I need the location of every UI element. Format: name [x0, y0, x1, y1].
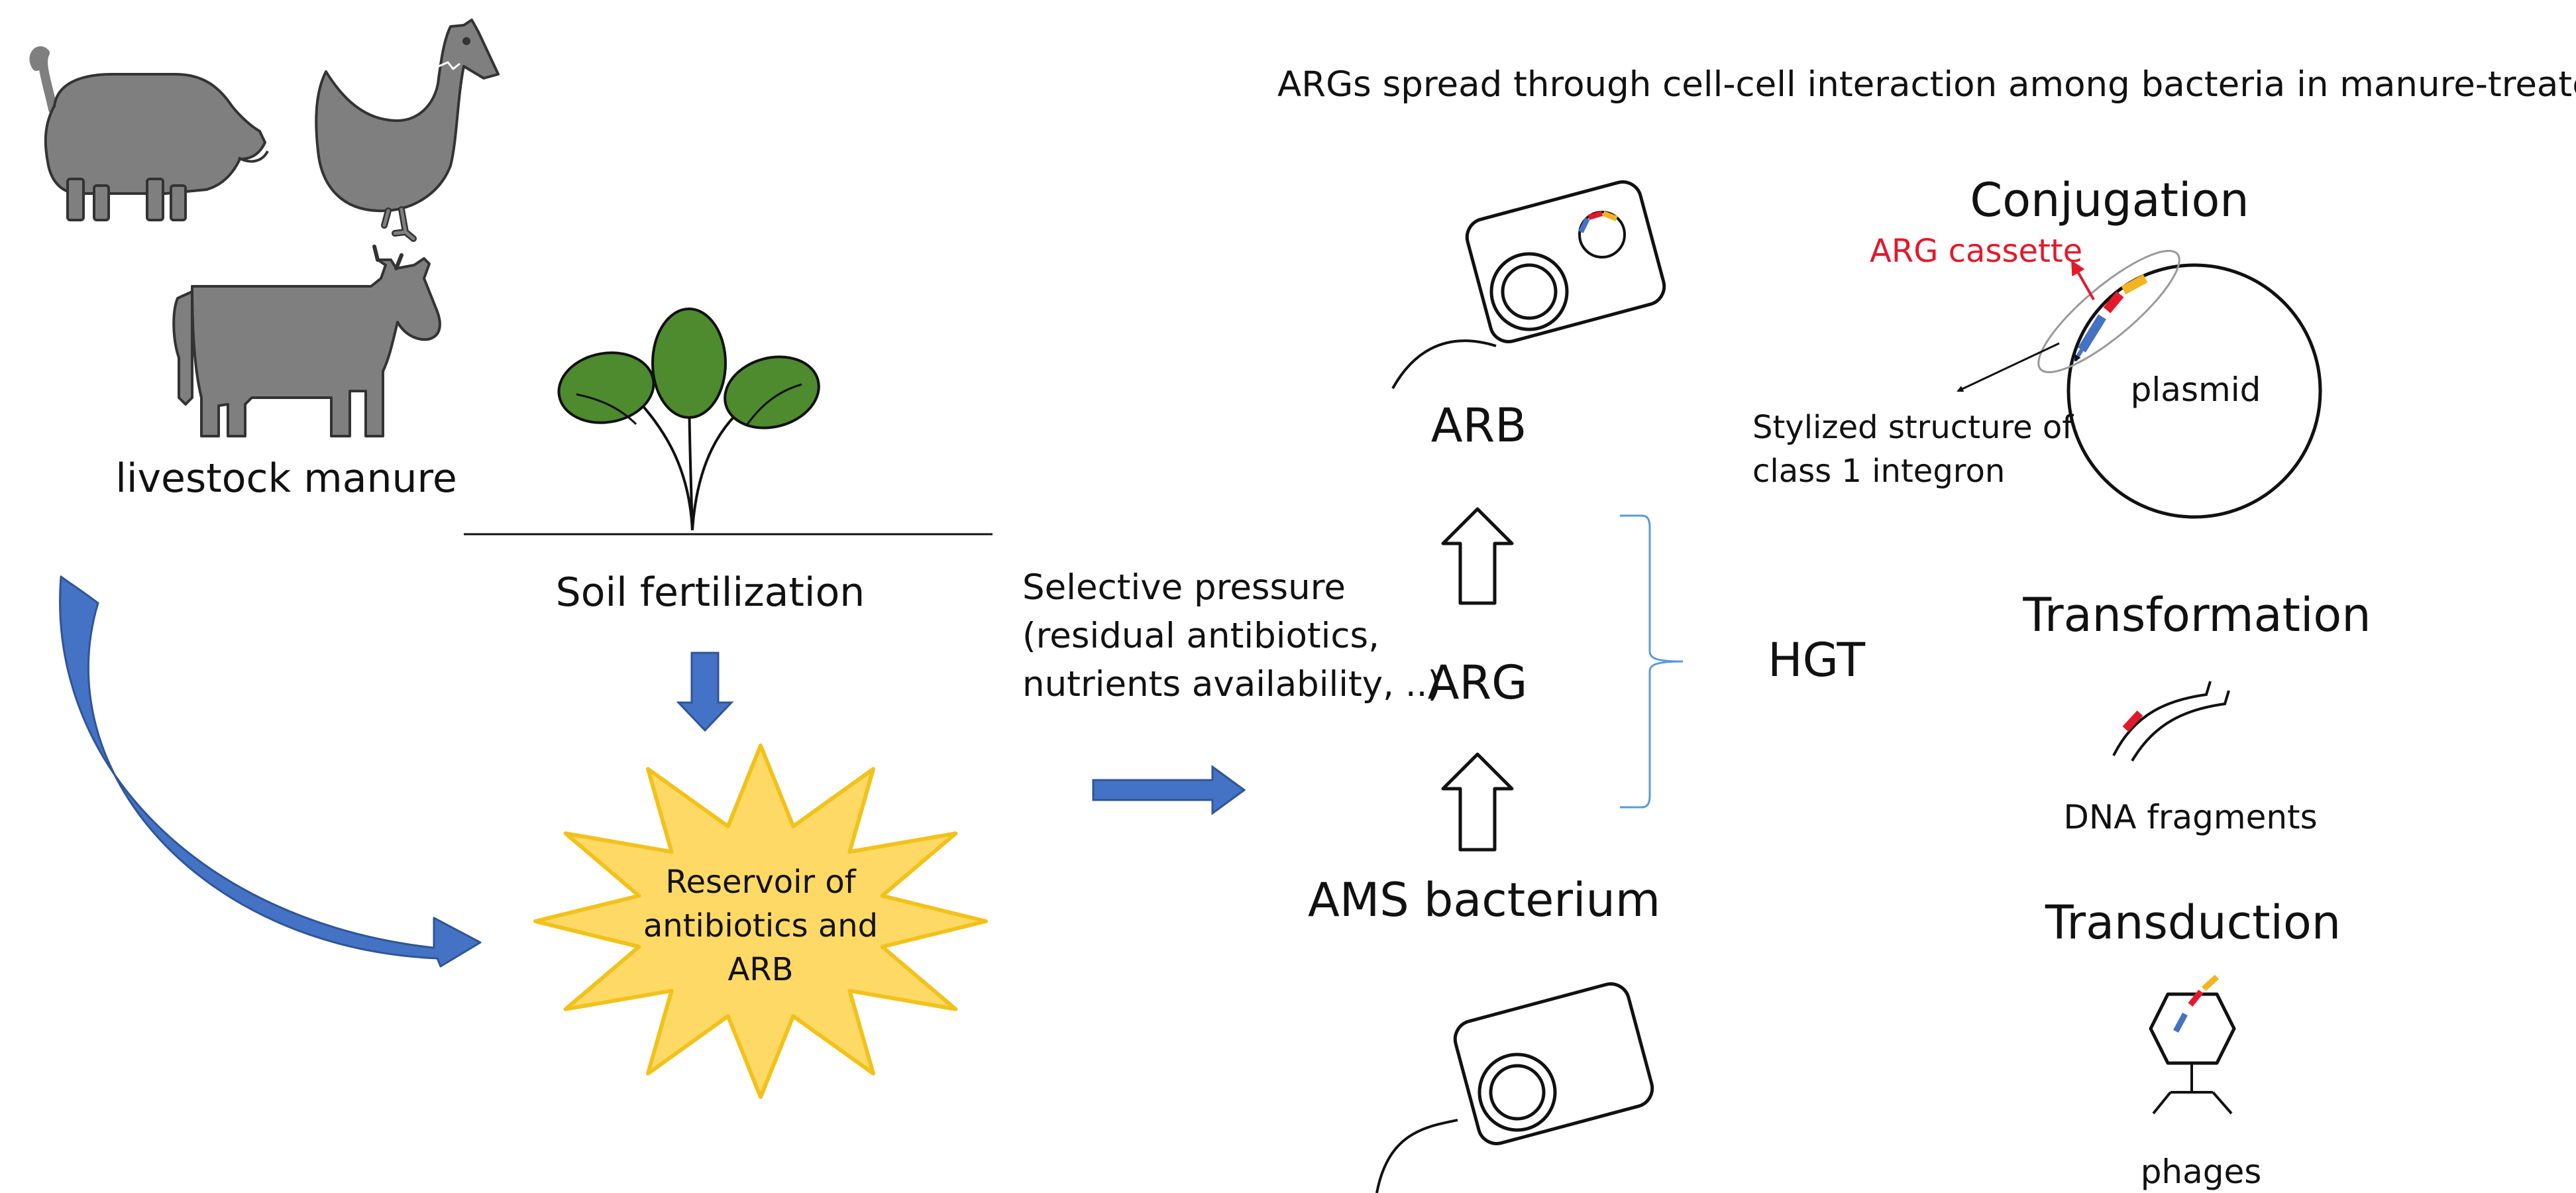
- selective-pressure-label: Selective pressure (residual antibiotics…: [1022, 563, 1441, 709]
- phages-label: phages: [2140, 1153, 2262, 1191]
- dna-fragments-label: DNA fragments: [2063, 798, 2318, 836]
- hgt-label: HGT: [1768, 633, 1866, 687]
- reservoir-line-1: Reservoir of: [665, 864, 856, 901]
- reservoir-star: [533, 743, 988, 1100]
- integron-line-2: class 1 integron: [1752, 453, 2006, 490]
- gene-blue: [2078, 314, 2106, 353]
- arb-bacterium-icon: [1391, 180, 1666, 389]
- leaf-right: [724, 355, 820, 429]
- pig-icon: [29, 46, 269, 221]
- leaf-left: [557, 351, 655, 424]
- hgt-brace: [1620, 514, 1684, 809]
- plasmid-label: plasmid: [2130, 370, 2261, 409]
- reservoir-line-2: antibiotics and: [643, 907, 879, 945]
- reservoir-line-3: ARB: [727, 951, 794, 989]
- pressure-line-1: Selective pressure: [1022, 567, 1346, 608]
- leaf-center: [651, 308, 727, 419]
- manure-label: livestock manure: [115, 455, 457, 502]
- ams-bacterium-label: AMS bacterium: [1307, 873, 1661, 927]
- integron-pointer: [1957, 342, 2060, 392]
- down-arrow: [676, 652, 734, 732]
- header-title: ARGs spread through cell-cell interactio…: [1277, 64, 2576, 105]
- cassette-arrow: [2071, 260, 2095, 300]
- dna-fragments-icon: [2112, 681, 2230, 762]
- plant-icon: [557, 308, 820, 531]
- integron-line-1: Stylized structure of: [1752, 409, 2074, 446]
- pressure-line-3: nutrients availability, ..): [1022, 664, 1442, 705]
- chicken-icon: [315, 19, 500, 242]
- ams-bacterium-icon: [1375, 982, 1654, 1193]
- up-arrow-bottom: [1441, 752, 1514, 852]
- gene-yellow: [2121, 274, 2148, 295]
- cow-icon: [172, 245, 441, 437]
- arg-label: ARG: [1427, 655, 1528, 710]
- pressure-line-2: (residual antibiotics,: [1022, 616, 1380, 657]
- integron-ellipse: [2037, 249, 2180, 374]
- conjugation-title: Conjugation: [1970, 173, 2249, 227]
- right-arrow: [1092, 765, 1246, 815]
- curved-arrow: [59, 575, 482, 968]
- gene-red: [2103, 291, 2124, 313]
- up-arrow-top: [1441, 507, 1514, 605]
- phage-icon: [2149, 974, 2236, 1115]
- plasmid-icon: [2066, 263, 2322, 519]
- arb-label: ARB: [1430, 398, 1527, 453]
- arg-cassette-label: ARG cassette: [1870, 233, 2083, 270]
- fertilization-label: Soil fertilization: [555, 569, 865, 616]
- transformation-title: Transformation: [2023, 588, 2371, 642]
- integron-label: Stylized structure of class 1 integron: [1752, 406, 2073, 493]
- transduction-title: Transduction: [2045, 895, 2341, 950]
- reservoir-label: Reservoir of antibiotics and ARB: [643, 860, 878, 992]
